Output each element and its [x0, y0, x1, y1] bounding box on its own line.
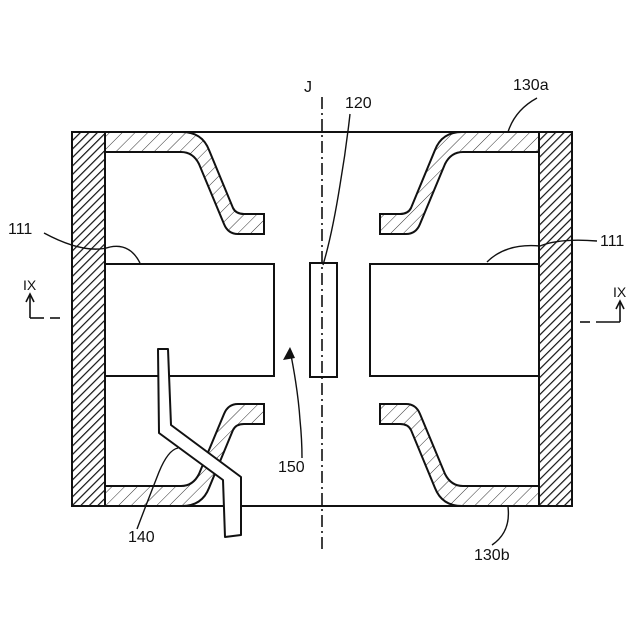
- label-section-right: IX: [613, 284, 627, 300]
- label-upper-cover: 130a: [513, 77, 549, 94]
- section-marker-right: [580, 301, 624, 322]
- cover-upper-left: [105, 132, 264, 234]
- magnet-left: [105, 264, 274, 376]
- right-wall: [539, 132, 572, 506]
- left-wall: [72, 132, 105, 506]
- label-lower-cover: 130b: [474, 547, 510, 564]
- label-shaft: 120: [345, 95, 372, 112]
- leader-130a: [508, 98, 537, 132]
- arrow-150: [283, 347, 295, 360]
- cover-upper-right: [380, 132, 539, 234]
- label-lead: 140: [128, 529, 155, 546]
- leader-130b: [492, 507, 508, 545]
- section-marker-left: [26, 294, 60, 318]
- label-section-left: IX: [23, 277, 37, 293]
- leader-120: [323, 114, 350, 265]
- label-magnet-left: 111: [8, 221, 32, 238]
- magnet-right: [370, 264, 539, 376]
- leader-150: [290, 350, 302, 458]
- label-magnet-right: 111: [600, 233, 624, 250]
- cover-lower-right: [380, 404, 539, 506]
- label-gap: 150: [278, 459, 305, 476]
- label-axis: J: [304, 79, 312, 96]
- shaft: [310, 263, 337, 377]
